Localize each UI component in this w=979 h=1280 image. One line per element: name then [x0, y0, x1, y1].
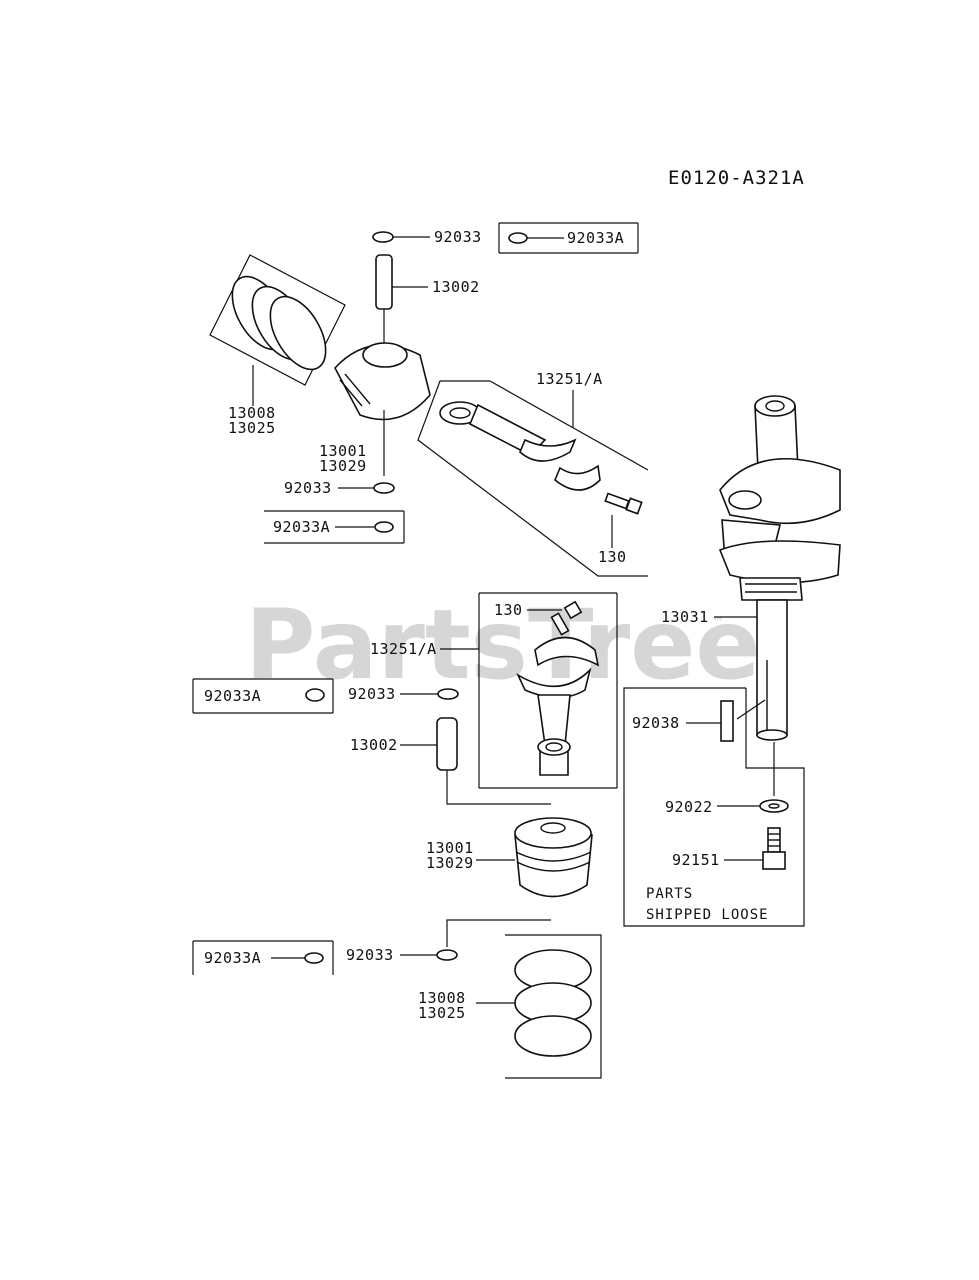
piston-rings-box[interactable]	[476, 934, 602, 1079]
circlip-alt-box[interactable]	[192, 940, 334, 975]
label-top-rings-a[interactable]: 13008	[228, 404, 276, 422]
label-top-bolt[interactable]: 130	[598, 548, 627, 566]
label-key[interactable]: 92038	[632, 714, 680, 732]
label-low-rings-b[interactable]: 13025	[418, 1004, 466, 1022]
bolt-icon[interactable]	[604, 492, 643, 548]
piston-pin-icon[interactable]	[400, 717, 551, 805]
connecting-rod-icon[interactable]	[440, 636, 600, 776]
crankshaft-icon[interactable]	[714, 395, 841, 741]
piston-icon[interactable]	[334, 309, 431, 476]
watermark-trademark: ™	[712, 615, 724, 629]
circlip-alt-box[interactable]	[192, 678, 334, 714]
shipped-loose-box	[623, 687, 805, 927]
label-top-rod[interactable]: 13251/A	[536, 370, 603, 388]
label-top-circlip-lower[interactable]: 92033	[284, 479, 332, 497]
label-crankshaft[interactable]: 13031	[661, 608, 709, 626]
label-top-rings-b[interactable]: 13025	[228, 419, 276, 437]
diagram-code: E0120-A321A	[668, 167, 805, 189]
connecting-rod-box[interactable]	[478, 592, 618, 789]
label-top-pin[interactable]: 13002	[432, 278, 480, 296]
label-low-piston-b[interactable]: 13029	[426, 854, 474, 872]
label-low-rings-a[interactable]: 13008	[418, 989, 466, 1007]
label-top-piston-a[interactable]: 13001	[319, 442, 367, 460]
label-top-piston-b[interactable]: 13029	[319, 457, 367, 475]
circlip-alt-box[interactable]	[498, 222, 639, 254]
label-mid-circlip-alt[interactable]: 92033A	[204, 687, 261, 705]
circlip-icon[interactable]	[400, 688, 459, 700]
note-line1: PARTS	[646, 886, 693, 902]
circlip-icon[interactable]	[400, 919, 551, 961]
bolt-icon[interactable]	[724, 827, 786, 870]
piston-icon[interactable]	[476, 817, 593, 898]
label-low-circlip[interactable]: 92033	[346, 946, 394, 964]
piston-rings-icon[interactable]	[209, 254, 346, 406]
circlip-icon[interactable]	[372, 231, 430, 243]
circlip-alt-box[interactable]	[264, 510, 405, 544]
label-mid-rod[interactable]: 13251/A	[370, 640, 437, 658]
label-crank-bolt[interactable]: 92151	[672, 851, 720, 869]
circlip-icon[interactable]	[338, 482, 395, 494]
label-top-circlip-alt[interactable]: 92033A	[567, 229, 624, 247]
watermark: PartsTree	[245, 589, 760, 701]
label-low-piston-a[interactable]: 13001	[426, 839, 474, 857]
label-top-circlip-lower-alt[interactable]: 92033A	[273, 518, 330, 536]
key-icon[interactable]	[686, 699, 766, 742]
label-low-circlip-alt[interactable]: 92033A	[204, 949, 261, 967]
bolt-icon[interactable]	[527, 600, 583, 636]
washer-icon[interactable]	[717, 742, 789, 813]
label-mid-bolt[interactable]: 130	[494, 601, 523, 619]
note-line2: SHIPPED LOOSE	[646, 907, 769, 923]
label-washer[interactable]: 92022	[665, 798, 713, 816]
label-mid-circlip[interactable]: 92033	[348, 685, 396, 703]
piston-pin-icon[interactable]	[375, 254, 428, 310]
label-top-circlip[interactable]: 92033	[434, 228, 482, 246]
connecting-rod-icon[interactable]	[417, 380, 649, 577]
label-mid-pin[interactable]: 13002	[350, 736, 398, 754]
